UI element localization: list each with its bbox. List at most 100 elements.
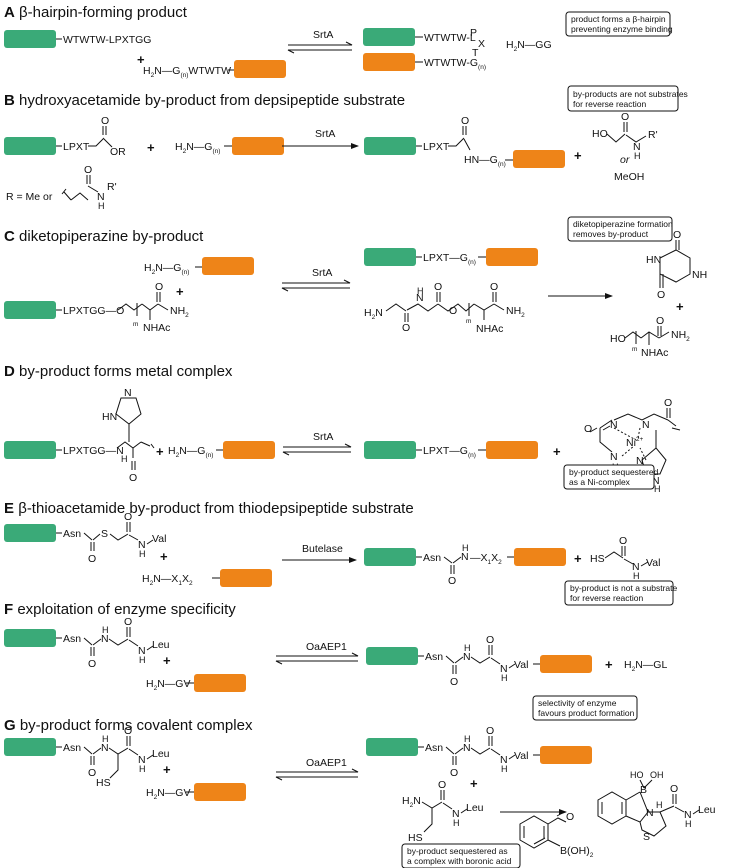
svg-text:—X1X2: —X1X2 [470, 552, 502, 566]
svg-text:H: H [121, 454, 128, 464]
product-protein-green [364, 137, 416, 155]
svg-text:NHAc: NHAc [143, 322, 170, 334]
protein-orange [223, 441, 275, 459]
protein-orange [234, 60, 286, 78]
svg-text:H: H [139, 549, 146, 559]
svg-text:Val: Val [514, 750, 528, 762]
svg-text:N: N [463, 742, 471, 754]
svg-text:LPXT—G(n): LPXT—G(n) [423, 445, 476, 459]
protein-green [4, 629, 56, 647]
svg-text:N: N [610, 451, 618, 463]
panel-c: C diketopiperazine by-product H2N—G(n) +… [4, 216, 707, 359]
svg-text:N: N [633, 141, 641, 153]
product-protein-green [364, 248, 416, 266]
svg-text:H: H [139, 764, 146, 774]
forward-arrow [288, 41, 353, 46]
svg-text:SrtA: SrtA [313, 431, 333, 443]
protein-orange [194, 783, 246, 801]
svg-text:OR: OR [110, 146, 126, 158]
svg-text:product forms a β-hairpin: product forms a β-hairpin [571, 14, 666, 24]
svg-text:+: + [147, 140, 155, 155]
protein-green [4, 738, 56, 756]
svg-text:O: O [656, 315, 664, 327]
svg-text:Val: Val [514, 659, 528, 671]
panel-e: E β-thioacetamide by-product from thiode… [4, 500, 678, 606]
svg-text:Ni2+: Ni2+ [626, 436, 644, 449]
protein-orange [194, 674, 246, 692]
svg-text:Asn: Asn [63, 528, 81, 540]
boronic-acid-structure [519, 811, 567, 849]
svg-text:Leu: Leu [698, 804, 716, 816]
svg-text:N: N [610, 419, 618, 431]
svg-text:O: O [619, 535, 627, 547]
svg-text:S: S [643, 831, 650, 843]
svg-text:H: H [633, 571, 640, 581]
svg-text:removes by-product: removes by-product [573, 229, 649, 239]
svg-text:N: N [463, 651, 471, 663]
svg-text:HO: HO [610, 333, 626, 345]
svg-text:Butelase: Butelase [302, 543, 343, 555]
product-protein-orange [363, 53, 415, 71]
svg-text:O: O [124, 616, 132, 628]
panel-a: A β-hairpin-forming product WTWTW-LPXTGG… [4, 4, 673, 79]
svg-text:by-product sequestered as: by-product sequestered as [407, 846, 508, 856]
svg-text:O: O [448, 575, 456, 587]
panel-g: G by-product forms covalent complex Asn … [4, 717, 716, 868]
svg-text:HO: HO [592, 128, 608, 140]
panel-f: F exploitation of enzyme specificity Asn… [4, 601, 667, 721]
svg-text:R': R' [107, 181, 117, 193]
svg-text:O: O [461, 115, 469, 127]
svg-text:N: N [138, 539, 146, 551]
svg-text:O: O [621, 111, 629, 123]
svg-text:O: O [88, 658, 96, 670]
panel-f-note [532, 695, 638, 721]
svg-text:O: O [124, 511, 132, 523]
svg-text:by-products are not substrates: by-products are not substrates [573, 89, 688, 99]
svg-text:N: N [97, 191, 105, 203]
panel-a-product-bottom: WTWTW-G(n) [424, 57, 486, 71]
svg-text:O: O [673, 229, 681, 241]
svg-text:NH2: NH2 [170, 305, 189, 319]
svg-text:Leu: Leu [466, 802, 484, 814]
panel-b: B hydroxyacetamide by-product from depsi… [4, 85, 688, 211]
svg-text:H: H [685, 819, 692, 829]
svg-text:H2N—GV: H2N—GV [146, 678, 190, 692]
svg-text:HO: HO [630, 770, 644, 780]
panel-a-title: A β-hairpin-forming product [4, 4, 188, 21]
svg-text:H: H [656, 800, 663, 810]
svg-text:P: P [470, 27, 477, 39]
svg-text:N: N [500, 754, 508, 766]
svg-text:LPXT: LPXT [63, 141, 90, 153]
svg-text:+: + [605, 657, 613, 672]
svg-text:O: O [402, 322, 410, 334]
svg-text:Asn: Asn [63, 742, 81, 754]
svg-text:Leu: Leu [152, 748, 170, 760]
svg-text:N: N [646, 807, 654, 819]
svg-text:diketopiperazine formation: diketopiperazine formation [573, 219, 673, 229]
svg-text:+: + [470, 776, 478, 791]
panel-a-reactant1: WTWTW-LPXTGG [63, 34, 151, 46]
svg-text:NH: NH [692, 269, 707, 281]
svg-text:N: N [452, 808, 460, 820]
svg-text:a complex with boronic acid: a complex with boronic acid [407, 856, 512, 866]
product-protein-orange [540, 655, 592, 673]
panel-a-note [565, 11, 671, 37]
svg-text:O: O [490, 281, 498, 293]
svg-text:for reverse reaction: for reverse reaction [573, 99, 646, 109]
svg-text:SrtA: SrtA [315, 128, 335, 140]
svg-text:R': R' [648, 129, 658, 141]
svg-text:+: + [676, 299, 684, 314]
panel-g-title: G by-product forms covalent complex [4, 717, 253, 734]
protein-orange [202, 257, 254, 275]
product-protein-green [366, 647, 418, 665]
svg-text:H2N: H2N [364, 307, 383, 321]
svg-text:SrtA: SrtA [312, 267, 332, 279]
panel-c-note [567, 216, 673, 242]
svg-text:O: O [438, 779, 446, 791]
svg-text:O: O [449, 305, 457, 317]
protein-green [4, 137, 56, 155]
svg-text:N: N [124, 387, 132, 399]
svg-text:O: O [84, 164, 92, 176]
panel-a-reactant2: H2N—G(n)WTWTW [143, 65, 231, 79]
svg-text:N: N [461, 551, 469, 563]
